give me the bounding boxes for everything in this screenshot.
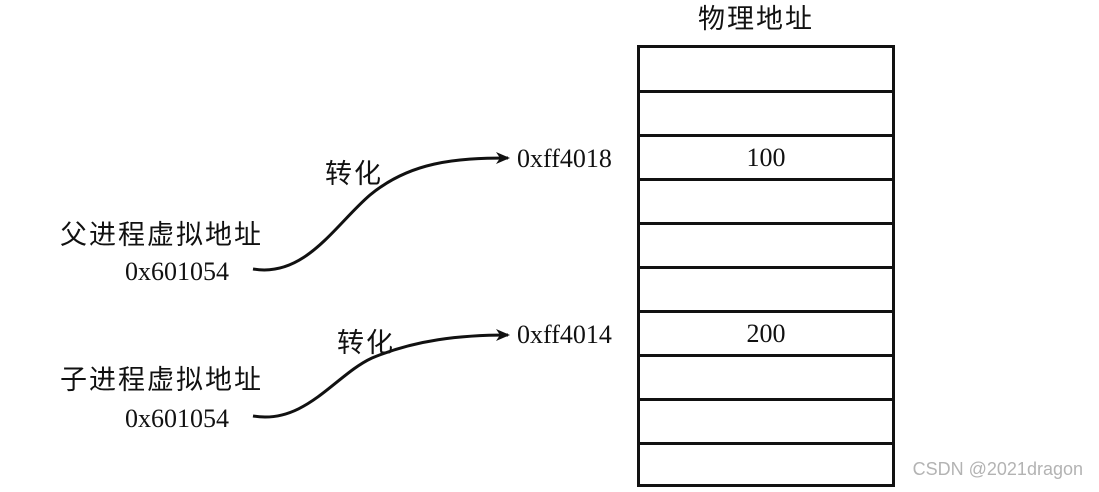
physical-address-title: 物理地址 [698,4,814,35]
physical-address-0xff4018: 0xff4018 [517,144,612,173]
csdn-watermark: CSDN @2021dragon [912,459,1083,479]
physical-memory-table: 100 200 [637,45,895,487]
parent-virtual-address-label: 父进程虚拟地址 [60,220,263,251]
memory-cell: 100 [640,137,892,181]
convert-label-top: 转化 [325,159,383,190]
parent-to-physical-arrow [252,152,510,272]
memory-cell [640,225,892,269]
memory-cell: 200 [640,313,892,357]
memory-cell [640,357,892,401]
parent-virtual-address-value: 0x601054 [125,257,229,286]
child-virtual-address-value: 0x601054 [125,404,229,433]
child-to-physical-arrow [252,329,510,419]
child-virtual-address-label: 子进程虚拟地址 [60,365,263,396]
memory-cell [640,93,892,137]
memory-cell [640,269,892,313]
memory-cell [640,48,892,93]
physical-address-0xff4014: 0xff4014 [517,320,612,349]
memory-cell [640,181,892,225]
memory-cell [640,401,892,445]
